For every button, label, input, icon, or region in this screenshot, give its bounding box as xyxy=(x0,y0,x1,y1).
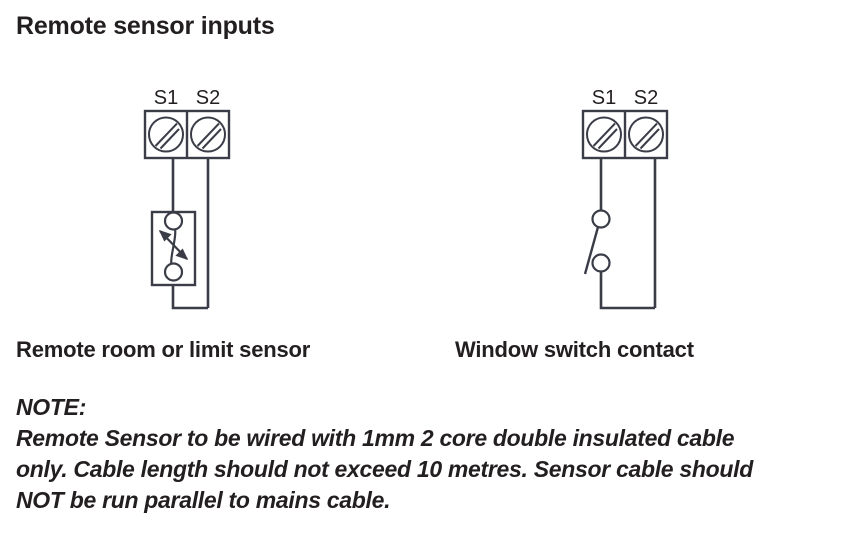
page-title: Remote sensor inputs xyxy=(16,12,275,40)
terminal-label-s2-right: S2 xyxy=(634,87,658,109)
wire-sensor-return-left xyxy=(171,285,208,310)
sensor-internal-symbol xyxy=(158,211,189,282)
terminal-label-s1-left: S1 xyxy=(154,87,178,109)
caption-remote-sensor: Remote room or limit sensor xyxy=(16,337,311,362)
terminal-label-s1-right: S1 xyxy=(592,87,616,109)
note-block: NOTE: Remote Sensor to be wired with 1mm… xyxy=(16,392,846,516)
diagram-window-switch: S1 S2 xyxy=(581,87,669,310)
screw-terminal-icon-s1-right xyxy=(586,116,622,153)
screw-terminal-icon-s2-right xyxy=(628,116,664,153)
note-line-1: Remote Sensor to be wired with 1mm 2 cor… xyxy=(16,425,735,451)
note-line-2: only. Cable length should not exceed 10 … xyxy=(16,456,753,482)
note-line-3: NOT be run parallel to mains cable. xyxy=(16,487,391,513)
open-switch-contact-icon xyxy=(583,209,611,275)
caption-window-switch: Window switch contact xyxy=(455,337,694,362)
terminal-label-s2-left: S2 xyxy=(196,87,220,109)
wiring-diagrams: S1 S2 xyxy=(143,87,669,310)
screw-terminal-icon-s2-left xyxy=(190,116,226,153)
wire-switch-return-right xyxy=(599,271,655,310)
diagram-remote-sensor: S1 S2 xyxy=(143,87,231,310)
note-heading: NOTE: xyxy=(16,394,87,420)
screw-terminal-icon-s1-left xyxy=(148,116,184,153)
